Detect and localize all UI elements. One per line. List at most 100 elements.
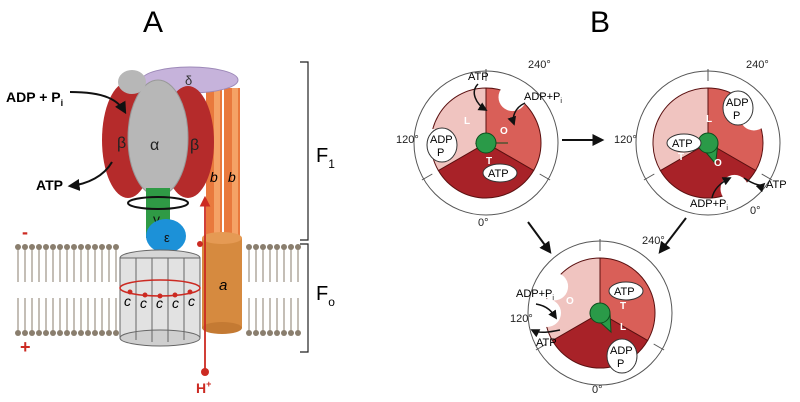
lipid-head-top (92, 244, 98, 250)
bound-atp-oval (666, 133, 702, 153)
site-t-label: T (620, 301, 626, 312)
bound-adp-label: ADP (430, 134, 453, 146)
lipid-head-bottom (71, 330, 77, 336)
alpha-top (118, 70, 146, 94)
degree-120-label: 120° (396, 134, 419, 146)
exchange-arrow (743, 177, 766, 193)
adp-pi-label: ADP + Pi (6, 89, 63, 108)
angle-tick (653, 343, 665, 351)
site-o-label: O (714, 158, 722, 169)
bound-atp-label: ATP (614, 286, 635, 298)
lipid-head-top (267, 244, 273, 250)
lipid-head-bottom (22, 330, 28, 336)
lipid-head-bottom (78, 330, 84, 336)
lipid-head-top (15, 244, 21, 250)
lipid-head-bottom (274, 330, 280, 336)
c-ring: c c c c c (119, 249, 201, 347)
site-l-label: L (620, 322, 626, 333)
lipid-head-bottom (246, 330, 252, 336)
atp-out-label: ATP (36, 177, 63, 193)
bound-atp-oval (482, 163, 518, 183)
lipid-head-top (22, 244, 28, 250)
degree-0-label: 0° (592, 384, 603, 396)
c-subunit-label: c (188, 293, 195, 309)
bound-adp-oval (606, 338, 638, 374)
panel-a-title: A (143, 6, 163, 39)
angle-tick (539, 173, 551, 181)
delta-label: δ (185, 73, 192, 88)
lipid-head-bottom (295, 330, 301, 336)
bound-adp-oval (426, 127, 458, 163)
adp-pi-uptake-label: ADP+Pi (516, 288, 554, 302)
exchange-arrow (535, 303, 557, 320)
pi-subscript: i (560, 98, 562, 105)
beta-left-label: β (117, 135, 126, 152)
c-subunit-label: c (124, 293, 131, 309)
f1-label: F1 (316, 145, 335, 171)
lipid-head-bottom (36, 330, 42, 336)
adp-pi-uptake-label: ADP+Pi (690, 198, 728, 212)
gamma-hub (589, 302, 611, 324)
lipid-head-top (99, 244, 105, 250)
adp-pi-text: ADP+P (516, 288, 552, 300)
c-subunit-label: c (140, 295, 147, 311)
c-subunit-label: c (156, 295, 163, 311)
lipid-head-top (64, 244, 70, 250)
lipid-head-top (57, 244, 63, 250)
bound-adp-oval (722, 90, 754, 126)
angle-tick (421, 173, 433, 181)
fo-bracket (300, 243, 309, 353)
lipid-head-top (106, 244, 112, 250)
released-atp-label: ATP (766, 179, 787, 191)
bound-adp-label: ADP (726, 97, 749, 109)
site-cleft (540, 272, 569, 301)
lipid-head-bottom (29, 330, 35, 336)
a-subunit-label: a (219, 277, 227, 294)
lipid-head-top (50, 244, 56, 250)
epsilon-label: ε (164, 230, 170, 245)
stator-b: b b (206, 88, 240, 248)
cycle-arrow-down-right (658, 217, 687, 254)
adp-pi-text: ADP+P (690, 198, 726, 210)
gamma-hub (475, 132, 497, 154)
lipid-head-top (288, 244, 294, 250)
angle-tick (761, 173, 773, 181)
degree-240-label: 240° (642, 235, 665, 247)
degree-240-label: 240° (746, 59, 769, 71)
lipid-head-top (36, 244, 42, 250)
bound-atp-label: ATP (488, 168, 509, 180)
lipid-head-top (295, 244, 301, 250)
site-o-label: O (566, 296, 574, 307)
stator-b1-label: b (210, 169, 218, 185)
site-o-label: O (500, 126, 508, 137)
released-atp-label: ATP (468, 71, 489, 83)
exchange-arrow (507, 102, 526, 126)
degree-0-label: 0° (750, 205, 761, 217)
lipid-head-top (78, 244, 84, 250)
site-cleft (533, 299, 561, 327)
angle-tick (535, 343, 547, 351)
lipid-head-bottom (99, 330, 105, 336)
site-l-label: L (464, 116, 470, 127)
lipid-head-bottom (64, 330, 70, 336)
stator-b2-label: b (228, 169, 236, 185)
c-subunit-label: c (172, 295, 179, 311)
proton-label: H+ (196, 379, 211, 396)
pi-subscript: i (552, 295, 554, 302)
lipid-head-bottom (113, 330, 119, 336)
membrane (15, 244, 301, 336)
plus-side-label: + (20, 337, 31, 357)
adp-pi-text: ADP+P (524, 91, 560, 103)
bound-pi-label: P (437, 147, 444, 159)
site-cleft (498, 83, 527, 112)
released-atp-label: ATP (536, 337, 557, 349)
site-t-label: T (486, 156, 492, 167)
degree-120-label: 120° (510, 313, 533, 325)
lipid-head-bottom (260, 330, 266, 336)
bound-adp-label: ADP (610, 345, 633, 357)
lipid-head-top (71, 244, 77, 250)
lipid-head-bottom (43, 330, 49, 336)
